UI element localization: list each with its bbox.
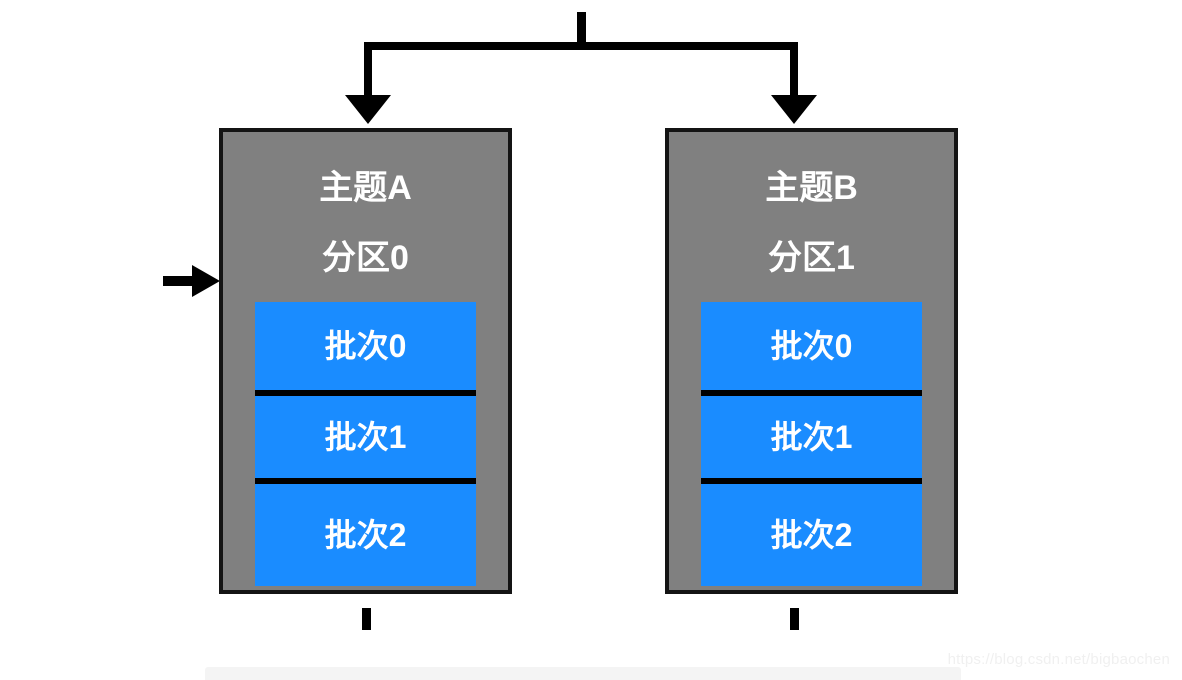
batch-stack: 批次0 批次1 批次2 (701, 302, 922, 586)
inbound-arrow-shaft-icon (163, 276, 201, 286)
topic-box-a[interactable]: 主题A 分区0 批次0 批次1 批次2 (219, 128, 512, 594)
topic-title: 主题A (319, 169, 412, 207)
batch-cell[interactable]: 批次1 (255, 390, 476, 478)
fork-horizontal-bar-icon (364, 42, 798, 50)
topic-box-b[interactable]: 主题B 分区1 批次0 批次1 批次2 (665, 128, 958, 594)
bottom-stub-right-icon (790, 608, 799, 630)
batch-cell[interactable]: 批次1 (701, 390, 922, 478)
batch-stack: 批次0 批次1 批次2 (255, 302, 476, 586)
partition-title: 分区1 (768, 239, 855, 277)
fork-right-vertical-icon (790, 42, 798, 100)
topic-title: 主题B (765, 169, 858, 207)
batch-cell[interactable]: 批次0 (770, 328, 853, 364)
bottom-strip (205, 667, 961, 680)
batch-cell[interactable]: 批次0 (324, 328, 407, 364)
top-center-stub-icon (577, 12, 586, 46)
partition-title: 分区0 (322, 239, 409, 277)
arrow-down-left-icon (345, 95, 391, 124)
arrow-down-right-icon (771, 95, 817, 124)
batch-cell[interactable]: 批次2 (255, 478, 476, 586)
watermark-text: https://blog.csdn.net/bigbaochen (947, 651, 1170, 668)
fork-left-vertical-icon (364, 42, 372, 100)
arrow-right-inbound-icon (192, 265, 220, 297)
bottom-stub-left-icon (362, 608, 371, 630)
batch-cell[interactable]: 批次2 (701, 478, 922, 586)
